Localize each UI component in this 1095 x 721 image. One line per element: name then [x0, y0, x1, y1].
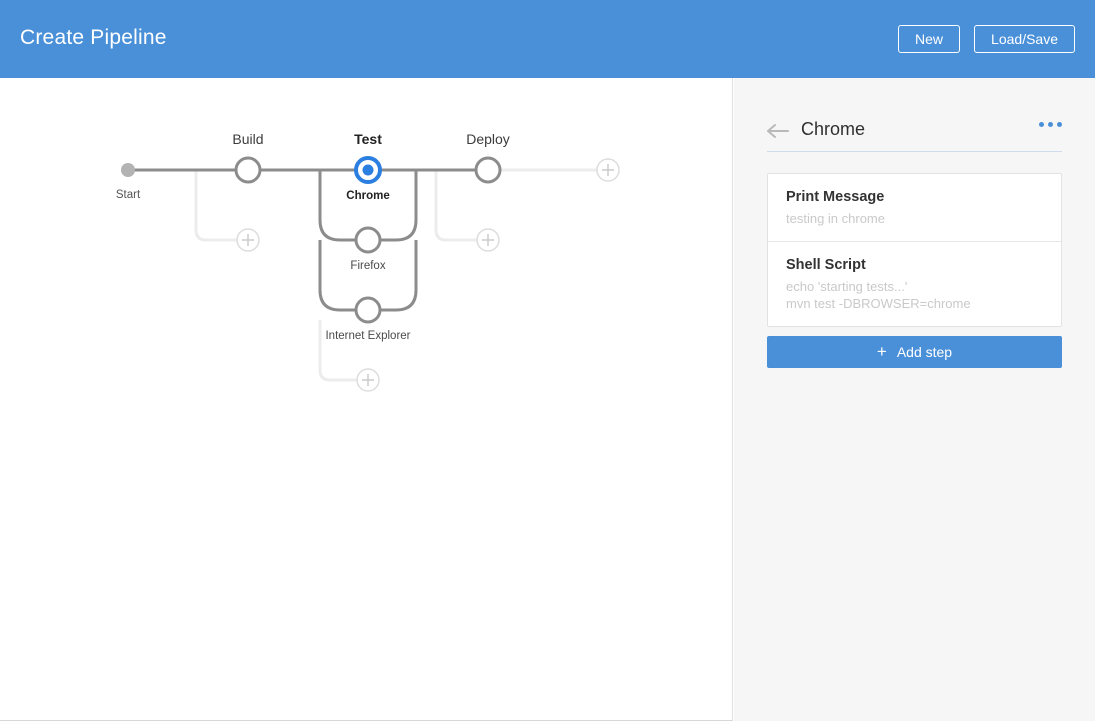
add-parallel-deploy-icon[interactable] [476, 228, 500, 252]
step-detail: echo 'starting tests...' mvn test -DBROW… [786, 279, 971, 311]
stage-label-build: Build [232, 131, 264, 147]
step-title: Shell Script [786, 257, 866, 273]
add-step-button[interactable]: + Add step [767, 336, 1062, 368]
page-title: Create Pipeline [20, 26, 167, 49]
step-title: Print Message [786, 189, 885, 205]
step-detail: testing in chrome [786, 211, 885, 226]
add-parallel-build-icon[interactable] [236, 228, 260, 252]
list-item[interactable]: Shell Script echo 'starting tests...' mv… [768, 241, 1061, 326]
add-stage-icon[interactable] [596, 158, 620, 182]
stage-node-internet-explorer[interactable] [354, 296, 382, 324]
faded-connectors [194, 168, 597, 382]
sidebar-title: Chrome [801, 119, 866, 139]
stage-label-test: Test [354, 131, 382, 147]
stage-node-firefox[interactable] [354, 226, 382, 254]
header-actions: New Load/Save [898, 25, 1075, 53]
pipeline-graph [121, 156, 620, 392]
sidebar-header: Chrome [767, 116, 1062, 152]
load-save-button[interactable]: Load/Save [974, 25, 1075, 53]
app-header: Create Pipeline New Load/Save [0, 0, 1095, 78]
add-parallel-test-icon[interactable] [356, 368, 380, 392]
node-label-chrome: Chrome [346, 190, 390, 202]
pipeline-canvas[interactable]: Start Build Test Deploy Chrome Firefox I… [0, 78, 733, 721]
solid-connectors [128, 168, 488, 312]
new-button[interactable]: New [898, 25, 961, 53]
start-label: Start [115, 189, 141, 201]
list-item[interactable]: Print Message testing in chrome [768, 174, 1061, 241]
steps-list: Print Message testing in chrome Shell Sc… [767, 173, 1062, 327]
plus-icon: + [876, 341, 887, 361]
stage-label-deploy: Deploy [466, 131, 510, 147]
start-node [121, 163, 135, 177]
kebab-menu-icon[interactable] [1039, 122, 1062, 127]
stage-node-deploy[interactable] [474, 156, 502, 184]
details-sidebar: Chrome Print Message testing in chrome S… [734, 78, 1095, 721]
node-label-firefox: Firefox [350, 260, 386, 272]
stage-node-build[interactable] [234, 156, 262, 184]
node-label-internet-explorer: Internet Explorer [325, 330, 411, 342]
back-arrow-icon[interactable] [767, 123, 789, 139]
add-step-label: Add step [896, 344, 953, 360]
stage-node-test-dot [362, 164, 374, 176]
